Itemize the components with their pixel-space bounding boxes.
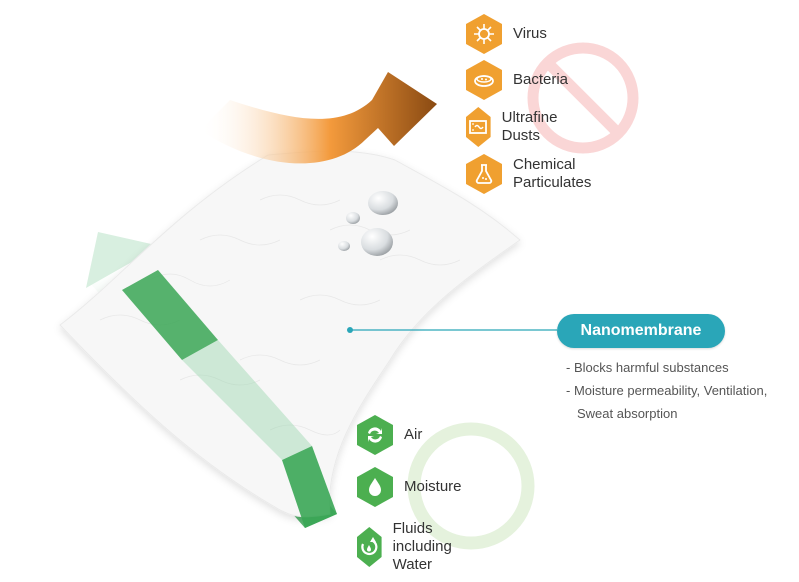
petri-dish-icon — [466, 60, 502, 100]
description-line: Sweat absorption — [577, 406, 678, 421]
pass-ring — [407, 422, 535, 550]
air-cycle-icon — [357, 415, 393, 455]
water-droplets — [338, 191, 398, 256]
blocked-item-virus: Virus — [466, 14, 547, 54]
nanomembrane-description: - Blocks harmful substances - Moisture p… — [566, 356, 767, 425]
water-drop-icon — [357, 467, 393, 507]
pass-through-arrow-front — [122, 270, 218, 360]
pass-through-arrow-exit — [282, 446, 337, 528]
blocked-label: Virus — [513, 25, 547, 42]
blocked-arrow — [200, 72, 437, 164]
membrane-texture — [99, 194, 461, 436]
blocked-item-chemical: Chemical Particulates — [466, 154, 591, 194]
flask-icon — [466, 154, 502, 194]
allowed-label: Fluids including Water — [392, 520, 452, 573]
nanomembrane-label: Nanomembrane — [557, 314, 725, 348]
dust-icon — [466, 107, 491, 147]
description-line: - Moisture permeability, Ventilation, — [566, 383, 768, 398]
fluid-cycle-icon — [357, 527, 382, 567]
pass-through-arrow-mid — [182, 340, 312, 460]
allowed-item-air: Air — [357, 415, 422, 455]
allowed-item-fluids: Fluids including Water — [357, 520, 463, 574]
prohibit-symbol — [527, 42, 639, 154]
allowed-label: Moisture — [404, 478, 462, 495]
blocked-label: Bacteria — [513, 71, 569, 88]
blocked-item-dust: Ultrafine Dusts — [466, 107, 569, 147]
description-line: - Blocks harmful substances — [566, 360, 729, 375]
allowed-item-moisture: Moisture — [357, 467, 462, 507]
blocked-label: Ultrafine Dusts — [501, 109, 558, 144]
blocked-label: Chemical Particulates — [513, 156, 592, 191]
virus-icon — [466, 14, 502, 54]
blocked-item-bacteria: Bacteria — [466, 60, 568, 100]
callout-connector — [347, 327, 557, 333]
allowed-label: Air — [404, 426, 423, 443]
